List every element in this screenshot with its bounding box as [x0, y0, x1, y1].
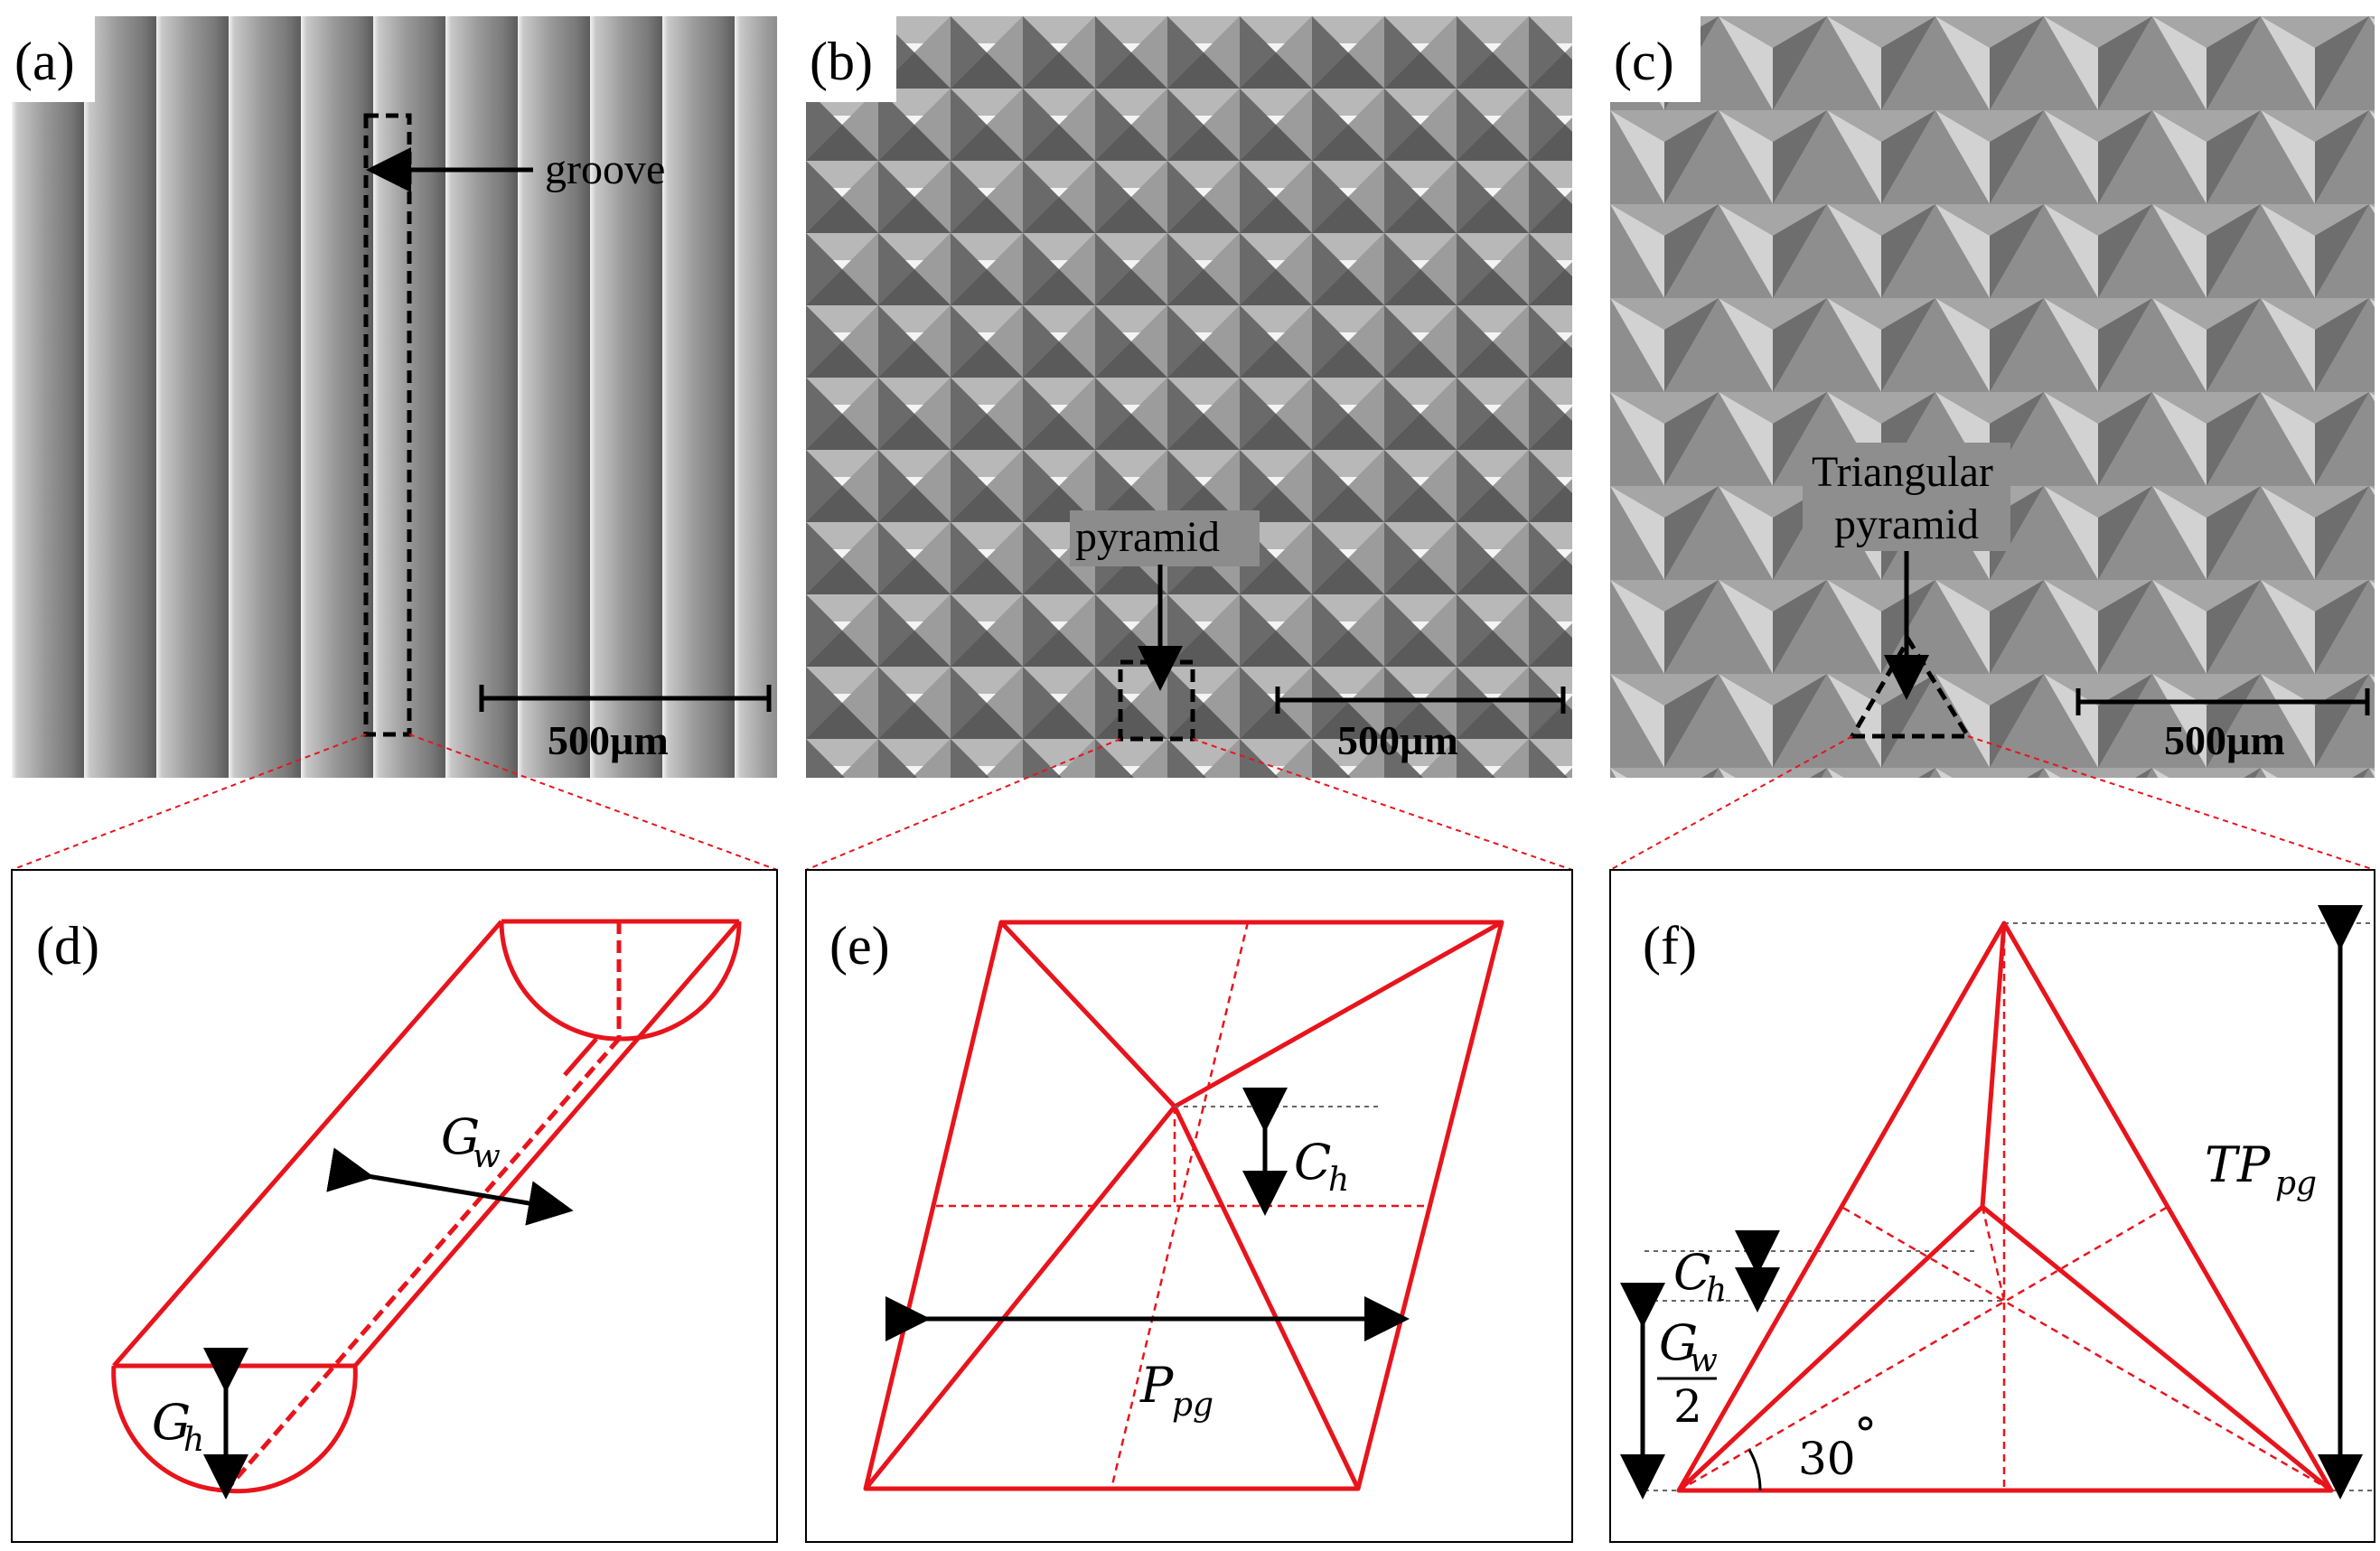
triangular-schematic: [1676, 920, 2334, 1493]
panel-d-label: (d): [36, 916, 99, 976]
scale-bar-b: 500µm: [1275, 687, 1566, 763]
panel-c-label: (c): [1614, 32, 1674, 91]
pyramid-highlight-box: [1118, 659, 1195, 742]
panel-d: (d) G w G h: [11, 869, 778, 1543]
panel-e-label: (e): [829, 916, 890, 976]
panel-b: (b) pyramid 500µm: [806, 16, 1572, 778]
scale-bar-c: 500µm: [2075, 688, 2370, 763]
groove-label: groove: [545, 145, 665, 193]
groove-width-arrow: [326, 1147, 574, 1226]
panel-b-label-bg: [806, 16, 896, 102]
groove-width-symbol: G: [441, 1108, 480, 1165]
scale-bar-c-label: 500µm: [2164, 717, 2285, 763]
tri-height-sub: h: [1706, 1272, 1727, 1309]
triangular-label-bg: [1803, 443, 2010, 551]
zoom-connectors: [11, 733, 2375, 871]
panel-b-label: (b): [810, 32, 873, 91]
pyramid-height-sub: h: [1328, 1162, 1349, 1199]
angle-arc: [1748, 1449, 1762, 1491]
triangular-highlight: [1848, 635, 1972, 739]
panel-a-label-bg: [12, 16, 95, 102]
scale-bar-a: 500µm: [479, 685, 772, 763]
pyramid-pitch-sub: pg: [1172, 1387, 1213, 1424]
panel-f: (f) TP pg C h G w 2 30 °: [1609, 869, 2375, 1543]
pyramid-label: pyramid: [1075, 513, 1220, 561]
tri-frac-num: G: [1659, 1314, 1698, 1371]
groove-height-symbol: G: [152, 1394, 191, 1451]
panel-c: (c) Triangular pyramid 500µm: [1610, 16, 2375, 778]
panel-a-label: (a): [14, 32, 75, 91]
pyramid-label-bg: [1070, 510, 1260, 566]
pyramid-pitch-symbol: P: [1139, 1357, 1175, 1414]
tri-pitch-symbol: TP: [2205, 1136, 2272, 1193]
sem-image-c: [1610, 16, 2375, 778]
panel-f-label: (f): [1643, 916, 1697, 976]
triangular-label-line2: pyramid: [1834, 500, 1979, 548]
panel-e: (e) C h P pg: [805, 869, 1573, 1543]
angle-value: 30: [1798, 1433, 1856, 1485]
tri-frac-num-sub: w: [1690, 1342, 1718, 1379]
scale-bar-a-label: 500µm: [548, 717, 669, 763]
groove-width-sub: w: [473, 1138, 501, 1175]
scale-bar-b-label: 500µm: [1337, 717, 1458, 763]
panel-c-label-bg: [1610, 16, 1701, 102]
sem-image-b: [806, 16, 1572, 778]
groove-highlight-box: [363, 113, 412, 737]
groove-schematic: [111, 919, 742, 1494]
panel-a: (a) groove 500µm: [12, 16, 777, 778]
tri-height-symbol: C: [1673, 1244, 1710, 1301]
tri-pitch-sub: pg: [2275, 1165, 2317, 1202]
triangular-label-line1: Triangular: [1812, 448, 1993, 496]
pyramid-height-symbol: C: [1294, 1134, 1331, 1191]
panel-f-frame: [1609, 869, 2375, 1543]
tri-frac-den: 2: [1673, 1380, 1702, 1433]
groove-height-sub: h: [183, 1422, 204, 1459]
angle-unit: °: [1854, 1408, 1877, 1461]
panel-d-frame: [11, 869, 778, 1543]
sem-image-a: [12, 16, 777, 778]
